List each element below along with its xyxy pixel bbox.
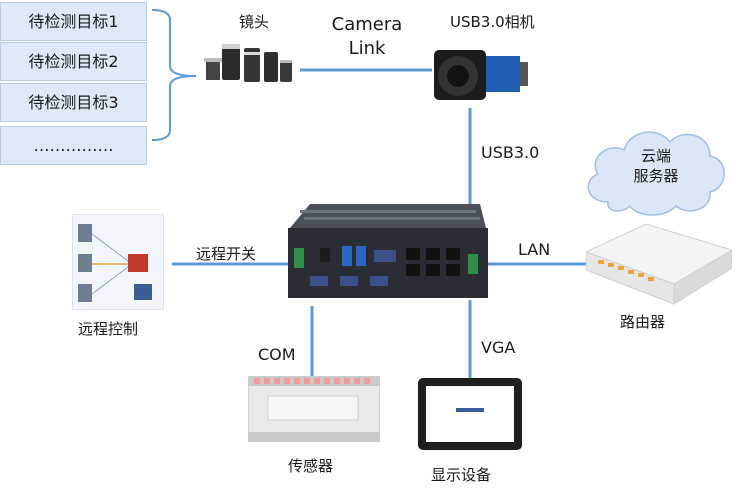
vga-label: VGA — [481, 338, 516, 357]
target-box-2: 待检测目标2 — [0, 42, 147, 81]
camera-link-label-2: Link — [348, 38, 386, 59]
cloud-label-2: 服务器 — [633, 167, 679, 185]
remote-control-image — [72, 214, 164, 310]
camera-link-label-1: Camera — [331, 14, 403, 35]
display-label: 显示设备 — [431, 466, 492, 484]
lan-label: LAN — [518, 240, 551, 259]
usb30-label: USB3.0 — [481, 143, 540, 162]
lens-label: 镜头 — [239, 13, 270, 31]
targets-brace — [151, 9, 197, 141]
usb-camera-label: USB3.0相机 — [450, 13, 535, 31]
cloud-shape — [587, 131, 725, 216]
com-label: COM — [258, 345, 296, 364]
sensor-label: 传感器 — [288, 457, 334, 475]
lens-image — [204, 44, 292, 82]
target-box-3: 待检测目标3 — [0, 83, 147, 122]
router-image — [586, 223, 732, 305]
target-box-4: …………… — [0, 126, 147, 165]
router-label: 路由器 — [620, 313, 666, 331]
industrial-pc-image — [288, 204, 488, 298]
target-box-1: 待检测目标1 — [0, 2, 147, 41]
remote-control-label: 远程控制 — [78, 320, 139, 338]
remote-switch-label: 远程开关 — [196, 245, 257, 263]
cloud-label-1: 云端 — [640, 147, 671, 165]
display-image — [418, 378, 522, 450]
usb-camera-image — [434, 50, 528, 100]
sensor-image — [248, 376, 380, 442]
